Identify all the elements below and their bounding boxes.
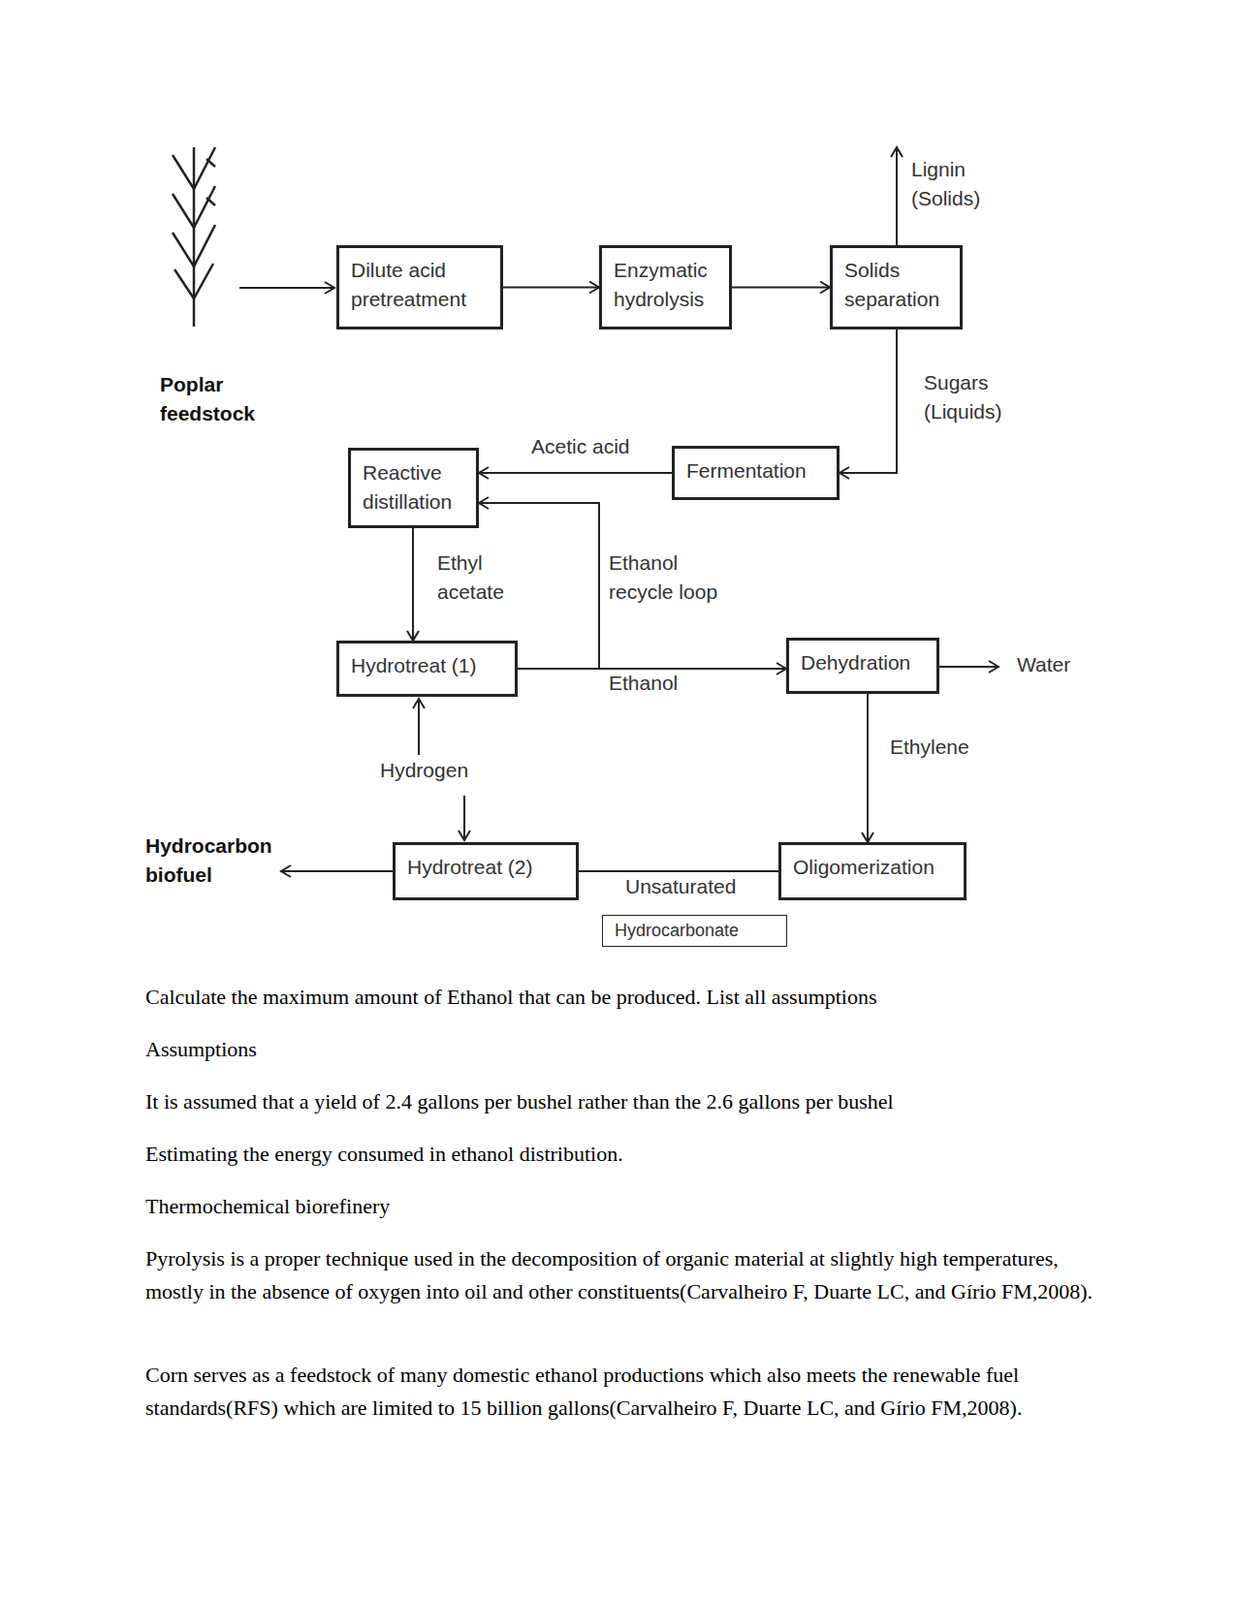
edge-label: Ethyl acetate	[437, 548, 520, 608]
side-arrows	[239, 147, 999, 872]
box-text: Dehydration	[800, 648, 925, 678]
process-box: Solids separation	[829, 245, 963, 330]
flow-label: Hydrogen	[380, 756, 497, 786]
flow-arrow	[866, 694, 869, 843]
box-text: Reactive distillation	[362, 458, 465, 518]
edge-label: Sugars (Liquids)	[923, 368, 1016, 428]
box-text: Hydrotreat (1)	[350, 651, 504, 681]
edge-label: Unsaturated	[625, 872, 761, 902]
box-text: Fermentation	[686, 456, 825, 486]
body-text: Thermochemical biorefinery	[145, 1190, 1096, 1224]
box-text: Enzymatic hydrolysis	[613, 255, 718, 316]
box-text: Solids separation	[844, 255, 949, 316]
body-text: Assumptions	[145, 1033, 1096, 1067]
process-box: Dehydration	[786, 637, 940, 695]
flow-arrow	[839, 329, 897, 474]
process-box: Dilute acid pretreatment	[336, 245, 504, 330]
flow-arrow	[731, 286, 830, 289]
flow-arrow	[517, 667, 787, 670]
box-text: Hydrotreat (2)	[407, 853, 565, 883]
process-box: Hydrotreat (1)	[336, 640, 518, 698]
process-box: Hydrotreat (2)	[392, 842, 579, 901]
process-box: Fermentation	[671, 445, 840, 501]
flow-label: Poplar feedstock	[159, 370, 257, 430]
box-text: Hydrocarbonate	[614, 919, 775, 943]
body-text: Estimating the energy consumed in ethano…	[145, 1138, 1096, 1172]
body-text: Calculate the maximum amount of Ethanol …	[145, 981, 1096, 1015]
process-box: Enzymatic hydrolysis	[599, 245, 732, 330]
edge-label: Ethanol	[608, 668, 706, 698]
edge-label: Ethanol recycle loop	[608, 548, 735, 608]
process-box: Oligomerization	[778, 842, 967, 901]
body-text: It is assumed that a yield of 2.4 gallon…	[145, 1085, 1096, 1119]
flow-arrow	[412, 528, 414, 641]
body-text: Corn serves as a feedstock of many domes…	[145, 1359, 1096, 1426]
body-text: Pyrolysis is a proper technique used in …	[145, 1242, 1096, 1309]
flow-label: Lignin (Solids)	[911, 155, 1004, 215]
flow-arrow	[503, 286, 600, 289]
process-box: Reactive distillation	[348, 447, 479, 529]
edge-label: Ethylene	[889, 732, 997, 762]
process-box: Hydrocarbonate	[602, 915, 788, 948]
poplar-tree	[172, 147, 216, 327]
box-text: Dilute acid pretreatment	[350, 255, 489, 316]
box-text: Oligomerization	[792, 853, 952, 883]
flow-arrow	[478, 472, 672, 475]
flow-label: Water	[1016, 650, 1095, 680]
edge-label: Acetic acid	[531, 432, 638, 462]
flow-label: Hydrocarbon biofuel	[145, 831, 277, 891]
